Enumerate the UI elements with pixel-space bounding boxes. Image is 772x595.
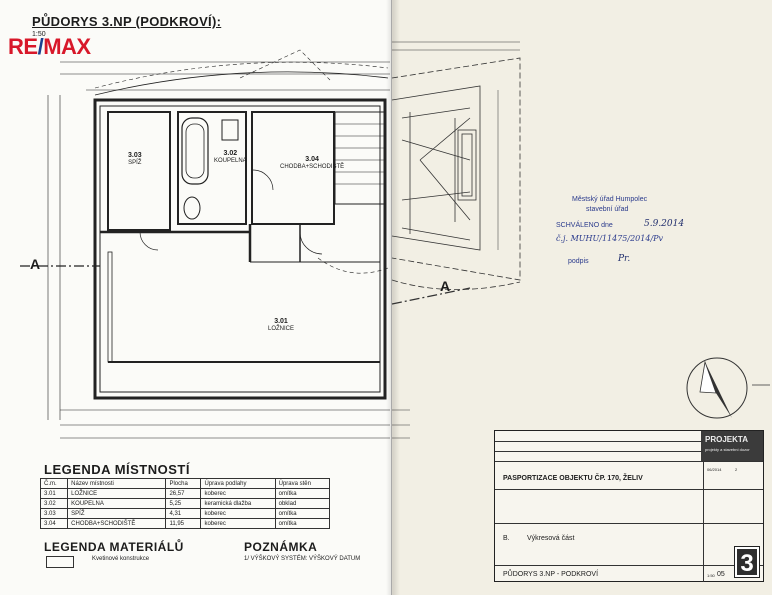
legend-row: 3.02 KOUPELNA 5,25 keramická dlažba obkl… (39, 498, 331, 509)
stamp-dept: stavební úřad (586, 206, 629, 213)
room-name: KOUPELNA (214, 157, 247, 164)
legend-cell: SPÍŽ (67, 508, 167, 519)
material-item: Kvetinové konstrukce (92, 556, 150, 562)
legend-cell: omítka (274, 518, 331, 529)
stamp-sign-label: podpis (568, 258, 589, 265)
stamp-approved-date: 5.9.2014 (644, 219, 685, 229)
legend-header-row: Č.m. Název místnosti Plocha Úprava podla… (39, 478, 331, 489)
room-tag-chodba: 3.04 CHODBA+SCHODIŠTĚ (280, 156, 344, 170)
legend-header: Plocha (165, 478, 202, 489)
paper-fold (386, 0, 400, 595)
legend-cell: 3.02 (39, 498, 69, 509)
part-code: B. (503, 535, 510, 542)
note-text: 1/ VÝŠKOVÝ SYSTÉM: VÝŠKOVÝ DATUM (244, 556, 361, 562)
project-name: PASPORTIZACE OBJEKTU ČP. 170, ŽELIV (503, 475, 643, 482)
drawing-name: PŮDORYS 3.NP - PODKROVÍ (503, 571, 599, 578)
legend-cell: 11,95 (165, 518, 202, 529)
room-number: 3.02 (223, 150, 238, 157)
material-legend-title: LEGENDA MATERIÁLŮ (44, 540, 184, 554)
section-mark-right: A (440, 278, 451, 294)
company-sub: projekty a stavební dozor (705, 447, 750, 452)
room-tag-koupelna: 3.02 KOUPELNA (214, 150, 247, 164)
stamp-office: Městský úřad Humpolec (572, 196, 648, 203)
room-number: 3.04 (305, 156, 319, 163)
room-legend-title: LEGENDA MÍSTNOSTÍ (44, 462, 190, 477)
title-block: PROJEKTA projekty a stavební dozor PASPO… (494, 430, 764, 582)
legend-cell: 3.01 (39, 488, 69, 499)
legend-row: 3.03 SPÍŽ 4,31 koberec omítka (39, 508, 331, 519)
scale-value: 1:50 (707, 573, 715, 578)
note-title: POZNÁMKA (244, 540, 318, 554)
legend-cell: koberec (200, 488, 276, 499)
room-number: 3.03 (128, 152, 142, 159)
legend-cell: CHODBA+SCHODIŠTĚ (67, 518, 167, 529)
legend-header: Č.m. (39, 478, 69, 489)
north-arrow-icon (686, 357, 770, 419)
logo-left: RE (8, 34, 38, 59)
logo-right: MAX (43, 34, 91, 59)
format: 2 (735, 467, 738, 472)
legend-cell: koberec (200, 518, 276, 529)
part-name: Výkresová část (527, 535, 575, 542)
remax-logo: RE/MAX (8, 34, 91, 60)
legend-cell: LOŽNICE (67, 488, 167, 499)
material-swatch (46, 556, 74, 568)
legend-row: 3.01 LOŽNICE 26,57 koberec omítka (39, 488, 331, 499)
legend-cell: KOUPELNA (67, 498, 167, 509)
date: 06/2014 (707, 467, 722, 472)
legend-cell: 3.03 (39, 508, 69, 519)
room-name: CHODBA+SCHODIŠTĚ (280, 163, 345, 170)
legend-header: Úprava stěn (274, 478, 331, 489)
drawing-scale: 1:50 (32, 31, 46, 38)
room-legend-table: Č.m. Název místnosti Plocha Úprava podla… (39, 478, 331, 529)
legend-header: Název místnosti (67, 478, 167, 489)
legend-cell: 3.04 (39, 518, 69, 529)
stamp-approved-label: SCHVÁLENO dne (556, 222, 613, 229)
legend-row: 3.04 CHODBA+SCHODIŠTĚ 11,95 koberec omít… (39, 518, 331, 529)
legend-cell: 4,31 (165, 508, 202, 519)
room-name: LOŽNICE (268, 325, 295, 332)
stamp-ref: č.j. MUHU/11475/2014/Pv (556, 234, 664, 243)
room-tag-loznice: 3.01 LOŽNICE (268, 318, 294, 332)
legend-cell: obklad (274, 498, 331, 509)
legend-cell: omítka (274, 508, 331, 519)
logo-slash: / (37, 34, 44, 59)
legend-cell: 26,57 (165, 488, 202, 499)
company-name: PROJEKTA (705, 435, 748, 444)
room-number: 3.01 (274, 318, 288, 325)
legend-cell: koberec (200, 508, 276, 519)
section-mark-left: A (30, 256, 41, 272)
room-tag-spiz: 3.03 SPÍŽ (128, 152, 142, 166)
room-name: SPÍŽ (128, 159, 142, 166)
company-logo: PROJEKTA projekty a stavební dozor (701, 431, 763, 461)
stamp-signature: Pr. (618, 254, 631, 264)
sheet-number: 05 (717, 571, 725, 578)
drawing-number-badge: 3 (734, 546, 760, 578)
legend-header: Úprava podlahy (200, 478, 276, 489)
legend-cell: keramická dlažba (200, 498, 276, 509)
drawing-title: PŮDORYS 3.NP (PODKROVÍ): (32, 14, 222, 29)
legend-cell: 5,25 (165, 498, 202, 509)
legend-cell: omítka (274, 488, 331, 499)
